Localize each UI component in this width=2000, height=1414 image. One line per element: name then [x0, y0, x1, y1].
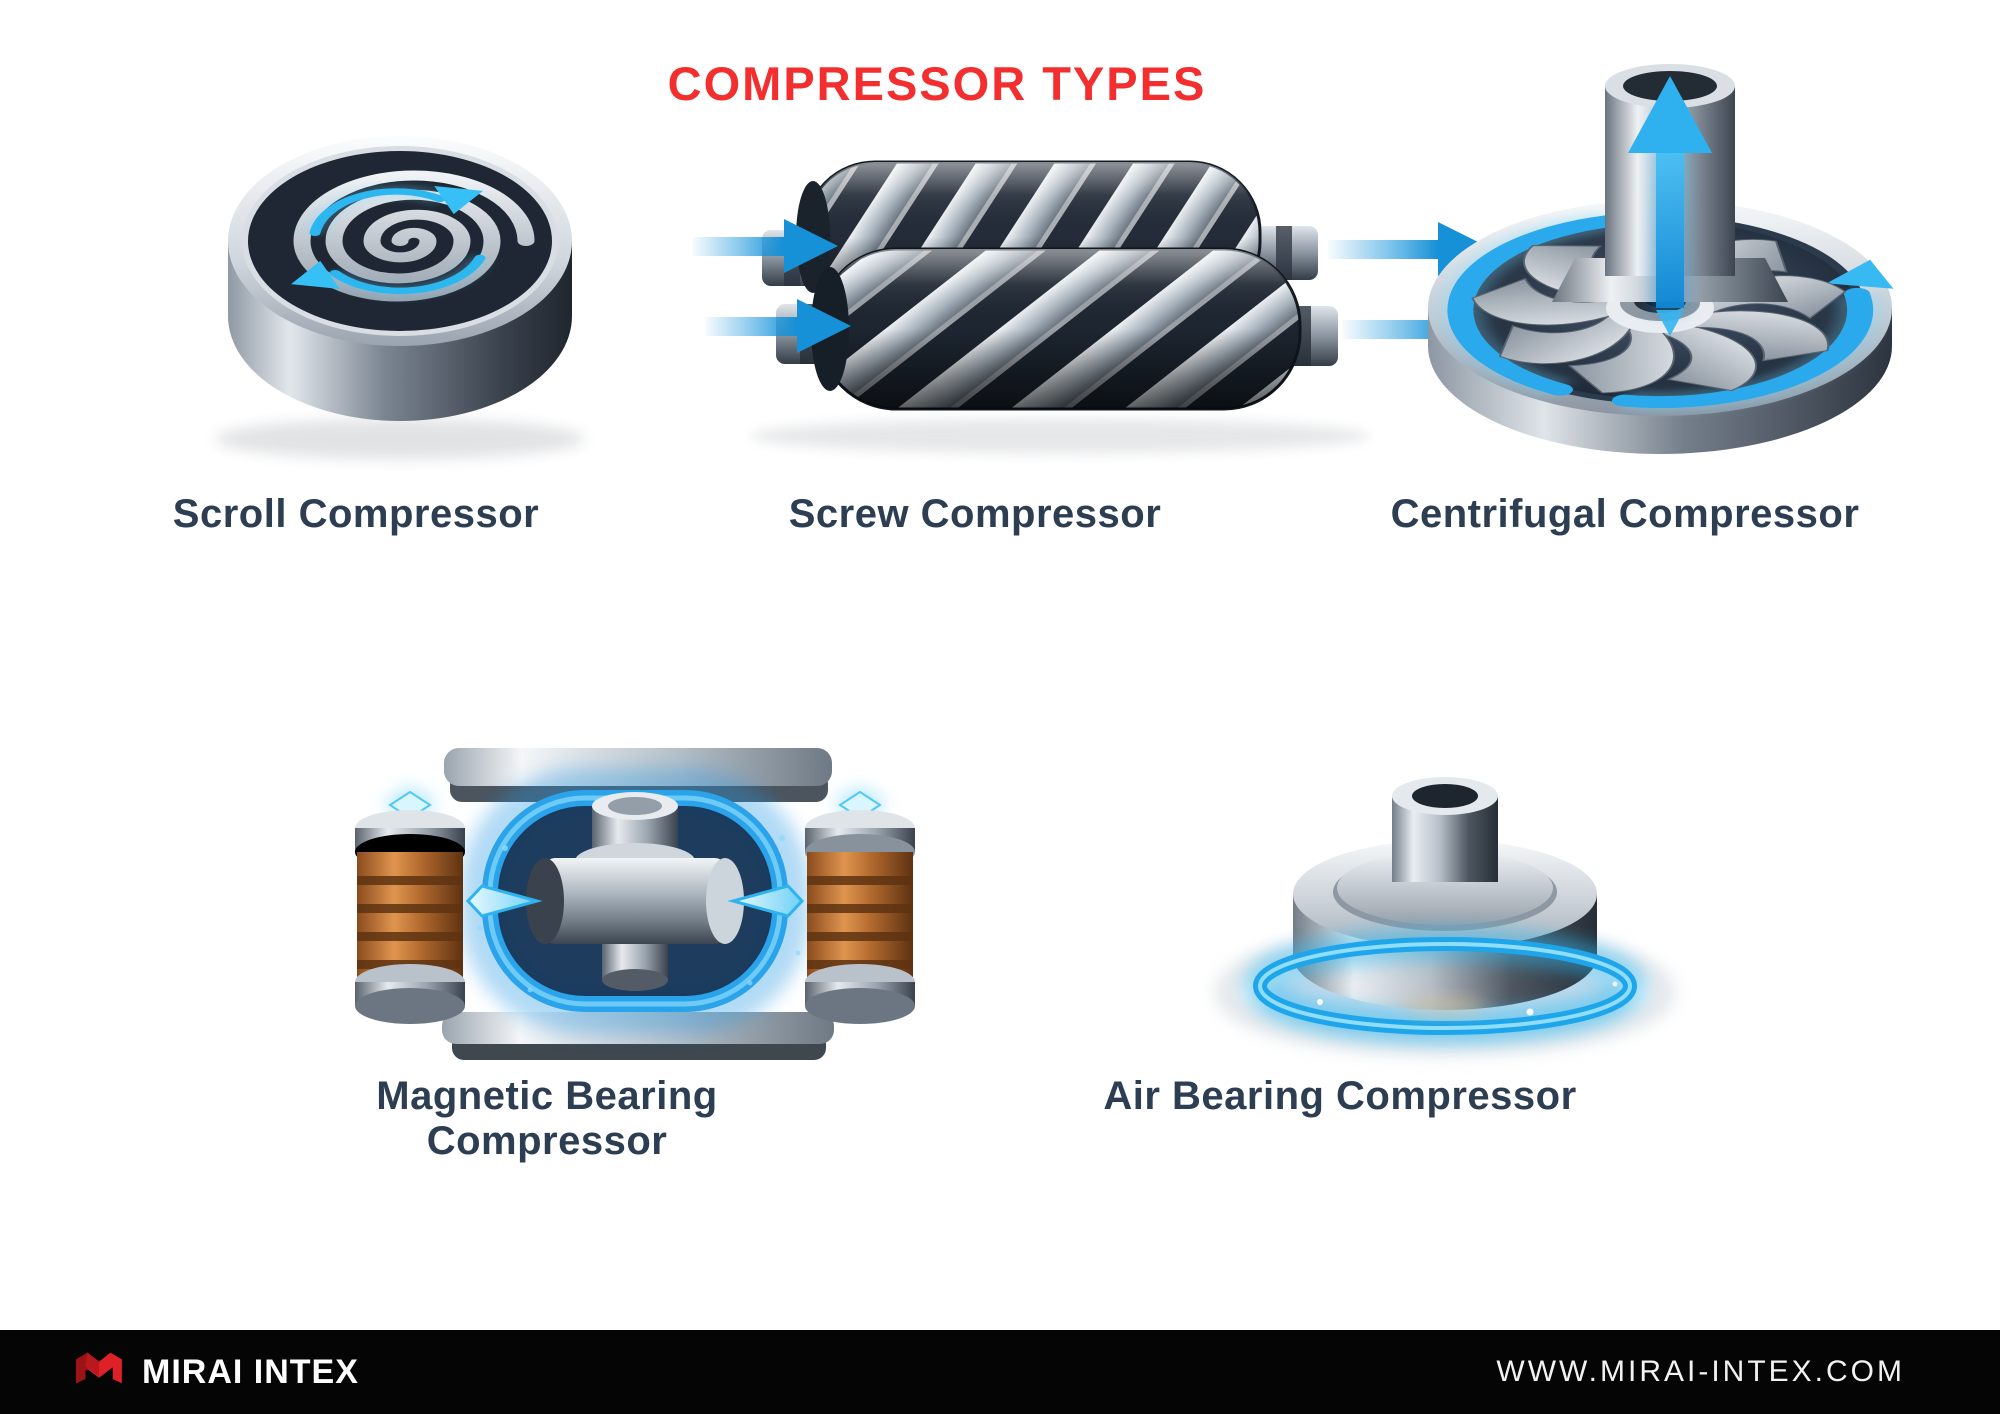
- magnetic-bearing-compressor-figure: [330, 728, 940, 1078]
- scroll-spiral-illustration: [215, 136, 585, 459]
- label-screw-compressor: Screw Compressor: [788, 492, 1162, 536]
- label-centrifugal-compressor: Centrifugal Compressor: [1390, 492, 1860, 536]
- label-magnetic-bearing-compressor: Magnetic Bearing Compressor: [376, 1074, 718, 1163]
- mirai-intex-logo-icon: [76, 1352, 122, 1384]
- air-bearing-compressor-figure: [1200, 744, 1700, 1074]
- scroll-compressor-figure: [190, 121, 610, 471]
- twin-screw-rotors-illustration: [692, 160, 1506, 453]
- label-air-bearing-compressor: Air Bearing Compressor: [1103, 1074, 1577, 1118]
- footer-website-text: WWW.MIRAI-INTEX.COM: [1496, 1355, 1905, 1388]
- footer-bar: MIRAI INTEX WWW.MIRAI-INTEX.COM: [0, 1330, 2000, 1414]
- screw-compressor-figure: [680, 134, 1540, 464]
- air-cushion-rotor-illustration: [1215, 777, 1675, 1056]
- label-scroll-compressor: Scroll Compressor: [172, 492, 540, 536]
- brand-block: MIRAI INTEX: [70, 1348, 359, 1396]
- page-title: COMPRESSOR TYPES: [667, 57, 1207, 110]
- magnetic-levitation-rotor-illustration: [355, 748, 915, 1060]
- impeller-volute-illustration: [1428, 64, 1894, 454]
- centrifugal-compressor-figure: [1410, 58, 1930, 488]
- brand-name: MIRAI INTEX: [142, 1352, 359, 1391]
